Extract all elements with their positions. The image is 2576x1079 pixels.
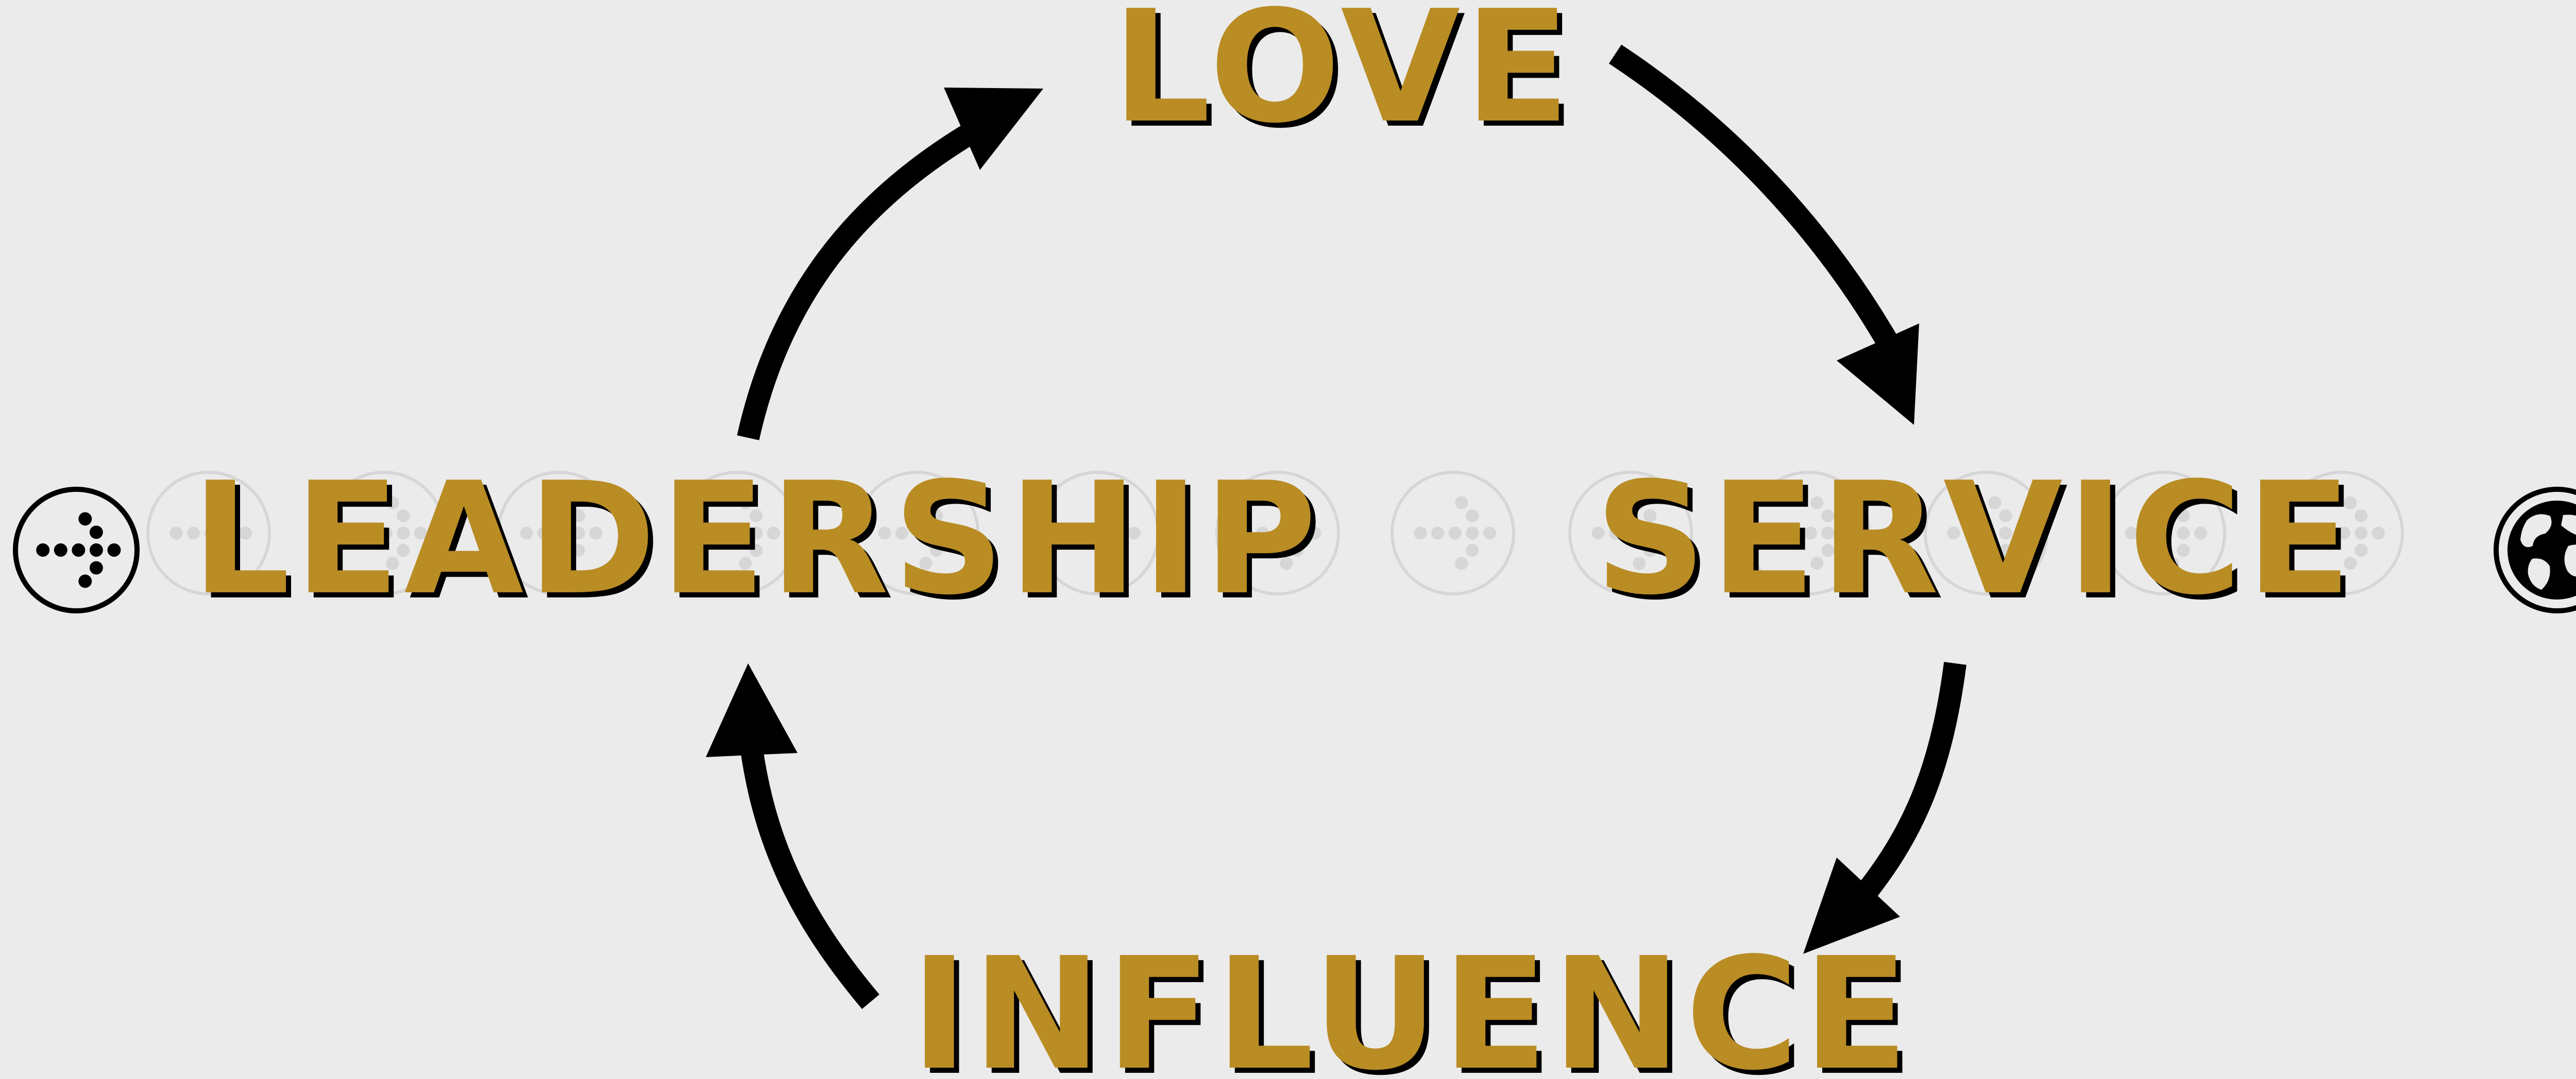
watermark-dotted-arrow-icon bbox=[1391, 471, 1515, 595]
watermark-dotted-arrow-icon bbox=[2279, 471, 2404, 595]
label-leadership-shadow: LEADERSHIP bbox=[197, 454, 1326, 634]
watermark-dotted-arrow-icon bbox=[1746, 471, 1871, 595]
watermark-dotted-arrow-icon bbox=[1924, 471, 2048, 595]
globe-icon bbox=[2494, 487, 2576, 613]
arrow-influence-to-leadership bbox=[706, 663, 879, 1009]
arrow-service-to-influence bbox=[1803, 662, 1967, 954]
watermark-dotted-arrow-icon bbox=[321, 471, 446, 595]
cycle-arrows bbox=[706, 44, 1967, 1009]
label-love: LOVE bbox=[1112, 0, 1574, 157]
watermark-dotted-arrow-icon bbox=[146, 471, 271, 595]
watermark-dotted-arrow-icon bbox=[1568, 471, 1693, 595]
label-service: SERVICE bbox=[1595, 449, 2356, 629]
watermark-dotted-arrow-icon bbox=[674, 471, 799, 595]
dotted-arrow-right-icon bbox=[13, 487, 140, 613]
watermark-dotted-arrow-icon bbox=[2102, 471, 2226, 595]
label-influence: INFLUENCE bbox=[911, 924, 1913, 1079]
watermark-row bbox=[146, 471, 2404, 595]
watermark-dotted-arrow-icon bbox=[855, 471, 979, 595]
watermark-dotted-arrow-icon bbox=[1215, 471, 1340, 595]
label-influence-shadow: INFLUENCE bbox=[916, 930, 1918, 1079]
watermark-dotted-arrow-icon bbox=[1035, 471, 1160, 595]
label-love-shadow: LOVE bbox=[1117, 0, 1580, 162]
arrow-leadership-to-love bbox=[737, 88, 1043, 440]
watermark-dotted-arrow-icon bbox=[497, 471, 621, 595]
arrow-love-to-service bbox=[1608, 44, 1919, 425]
label-leadership: LEADERSHIP bbox=[192, 449, 1321, 629]
cycle-labels: LOVE LOVE SERVICE SERVICE INFLUENCE INFL… bbox=[192, 0, 2361, 1079]
label-service-shadow: SERVICE bbox=[1600, 454, 2361, 634]
